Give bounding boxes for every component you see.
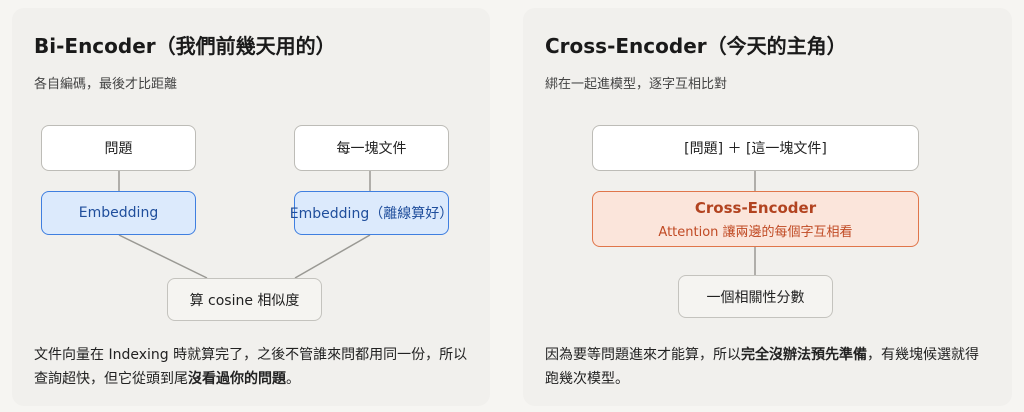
bi-encoder-description: 文件向量在 Indexing 時就算完了，之後不管誰來問都用同一份，所以查詢超快… <box>34 343 474 391</box>
connector-embedding-doc-to-cosine <box>294 234 371 279</box>
cross-encoder-description-part1: 因為要等問題進來才能算，所以 <box>545 347 741 363</box>
bi-encoder-description-emphasis: 沒看過你的問題 <box>188 371 286 387</box>
document-chunk-box-label: 每一塊文件 <box>336 141 407 157</box>
query-embedding-label: Embedding <box>78 205 159 221</box>
document-embedding-box: Embedding（離線算好） <box>290 191 453 235</box>
bi-encoder-title: Bi-Encoder（我們前幾天用的） <box>34 34 336 58</box>
cosine-similarity-label: 算 cosine 相似度 <box>189 292 300 309</box>
cross-encoder-model-title: Cross-Encoder <box>694 198 817 217</box>
query-document-pair-box: [問題] ＋ [這一塊文件] <box>592 125 919 171</box>
query-document-pair-label: [問題] ＋ [這一塊文件] <box>684 141 827 157</box>
cross-encoder-title: Cross-Encoder（今天的主角） <box>545 34 847 58</box>
relevance-score-label: 一個相關性分數 <box>706 289 805 306</box>
relevance-score-box: 一個相關性分數 <box>678 275 833 318</box>
document-embedding-label: Embedding（離線算好） <box>289 206 454 222</box>
query-box-label: 問題 <box>104 141 133 157</box>
cosine-similarity-box: 算 cosine 相似度 <box>167 278 322 321</box>
query-embedding-box: Embedding <box>41 191 196 235</box>
bi-encoder-card: Bi-Encoder（我們前幾天用的） 各自編碼，最後才比距離 問題 每一塊文件… <box>12 8 490 406</box>
cross-encoder-model-box: Cross-Encoder Attention 讓兩邊的每個字互相看 <box>592 191 919 247</box>
document-chunk-box: 每一塊文件 <box>294 125 449 171</box>
bi-encoder-subtitle: 各自編碼，最後才比距離 <box>34 77 178 92</box>
query-box: 問題 <box>41 125 196 171</box>
connector-embedding-query-to-cosine <box>118 234 208 279</box>
bi-encoder-description-part2: 。 <box>286 371 300 387</box>
cross-encoder-description-emphasis: 完全沒辦法預先準備 <box>741 347 867 363</box>
cross-encoder-model-subtitle: Attention 讓兩邊的每個字互相看 <box>658 224 853 240</box>
cross-encoder-subtitle: 綁在一起進模型，逐字互相比對 <box>545 77 728 92</box>
cross-encoder-card: Cross-Encoder（今天的主角） 綁在一起進模型，逐字互相比對 [問題]… <box>523 8 1012 406</box>
cross-encoder-description: 因為要等問題進來才能算，所以完全沒辦法預先準備，有幾塊候選就得跑幾次模型。 <box>545 343 985 391</box>
cross-encoder-description-part2: ，有幾塊候選就得跑幾次模型。 <box>545 347 979 387</box>
bi-encoder-description-part1: 文件向量在 Indexing 時就算完了，之後不管誰來問都用同一份，所以查詢超快… <box>34 347 468 387</box>
